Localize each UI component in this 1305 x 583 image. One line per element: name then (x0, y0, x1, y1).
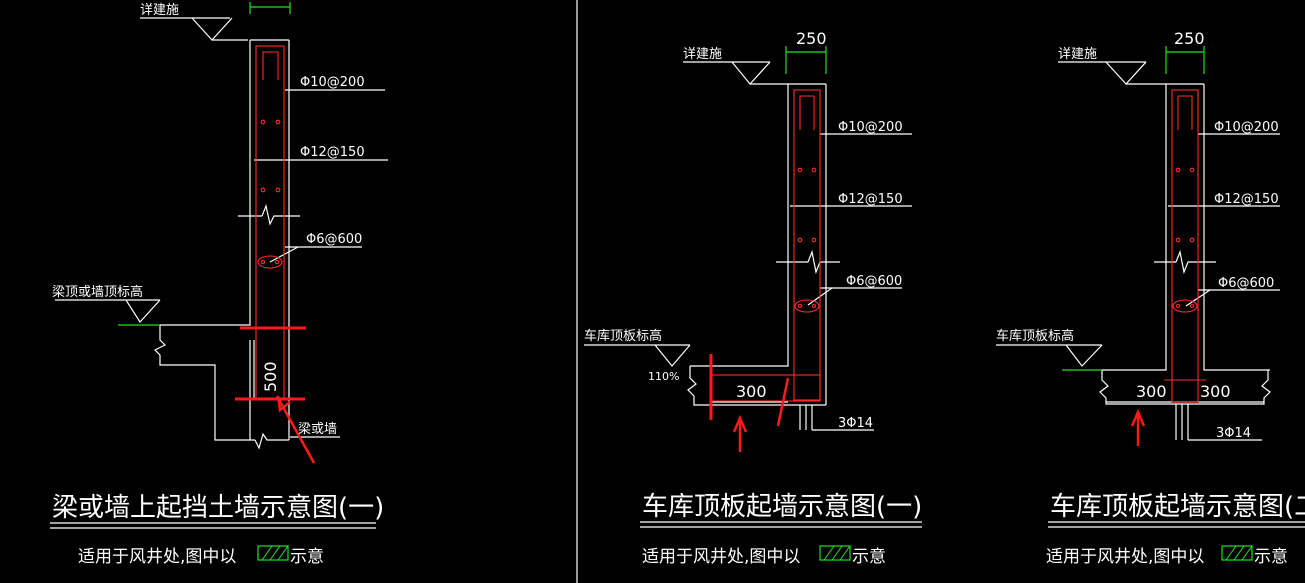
right-slab-dim-right: 300 (1200, 382, 1231, 401)
right-title: 车库顶板起墙示意图(二) (1050, 492, 1305, 522)
middle-detail (584, 46, 922, 528)
right-hatch-legend (1221, 545, 1253, 561)
middle-wall-break (776, 249, 840, 275)
right-elevation-marker-bottom (996, 344, 1103, 371)
middle-slab-dim: 300 (736, 382, 767, 401)
right-detail (996, 46, 1305, 528)
middle-title: 车库顶板起墙示意图(一) (642, 492, 922, 522)
middle-rebar (711, 89, 821, 402)
right-slab-dim-left: 300 (1136, 382, 1167, 401)
middle-elevation-marker-top (683, 61, 788, 85)
left-rebar-label-1: Φ10@200 (300, 75, 365, 90)
middle-elev-top-label: 详建施 (683, 47, 722, 62)
left-height-dim: 500 (261, 361, 280, 392)
right-highlight-marks (1130, 408, 1146, 446)
middle-rebar-label-1: Φ10@200 (838, 120, 903, 135)
middle-note: 适用于风井处,图中以 (642, 547, 800, 567)
right-width-dimension (1165, 46, 1205, 74)
right-note: 适用于风井处,图中以 (1046, 547, 1204, 567)
middle-zoom-label: 110% (648, 370, 679, 383)
right-rebar-label-1: Φ10@200 (1214, 120, 1279, 135)
right-elev-top-label: 详建施 (1058, 47, 1097, 62)
middle-rebar-label-2: Φ12@150 (838, 192, 903, 207)
right-wall-break (1154, 249, 1216, 275)
left-rebar-label-2: Φ12@150 (300, 145, 365, 160)
middle-elev-bottom-label: 车库顶板标高 (584, 328, 662, 344)
right-width-dim: 250 (1174, 29, 1205, 48)
left-elev-bottom-label: 梁顶或墙顶标高 (52, 284, 143, 300)
left-elev-top-label: 详建施 (140, 3, 179, 18)
middle-wall-outline (690, 84, 789, 367)
right-elevation-marker-top (1058, 61, 1166, 85)
left-highlight-marks (235, 326, 316, 464)
middle-highlight-marks (709, 354, 790, 452)
middle-hatch-legend (819, 545, 851, 561)
middle-rebar-label-3: Φ6@600 (846, 274, 902, 289)
right-bottom-bars-label: 3Φ14 (1216, 426, 1251, 441)
right-rebar-label-2: Φ12@150 (1214, 192, 1279, 207)
right-wall-outline (1102, 84, 1167, 371)
right-note-end: 示意 (1254, 547, 1288, 567)
left-width-dimension (249, 2, 291, 14)
left-wall-outline (160, 40, 251, 326)
left-elevation-marker-top (140, 17, 248, 41)
middle-note-end: 示意 (852, 547, 886, 567)
middle-elevation-marker-bottom (584, 344, 691, 367)
left-title: 梁或墙上起挡土墙示意图(一) (52, 493, 384, 523)
middle-width-dim: 250 (796, 29, 827, 48)
right-elev-bottom-label: 车库顶板标高 (996, 328, 1074, 344)
left-beam-label: 梁或墙 (298, 422, 337, 437)
right-rebar (1164, 89, 1206, 403)
left-hatch-legend (257, 545, 289, 561)
left-rebar-label-3: Φ6@600 (306, 232, 362, 247)
left-note: 适用于风井处,图中以 (78, 547, 236, 567)
right-rebar-label-3: Φ6@600 (1218, 276, 1274, 291)
middle-bottom-bars-label: 3Φ14 (838, 416, 873, 431)
middle-width-dimension (785, 46, 827, 74)
left-wall-break (238, 203, 300, 226)
left-note-end: 示意 (290, 547, 324, 567)
left-elevation-marker-bottom (55, 299, 161, 326)
left-detail (50, 2, 388, 529)
